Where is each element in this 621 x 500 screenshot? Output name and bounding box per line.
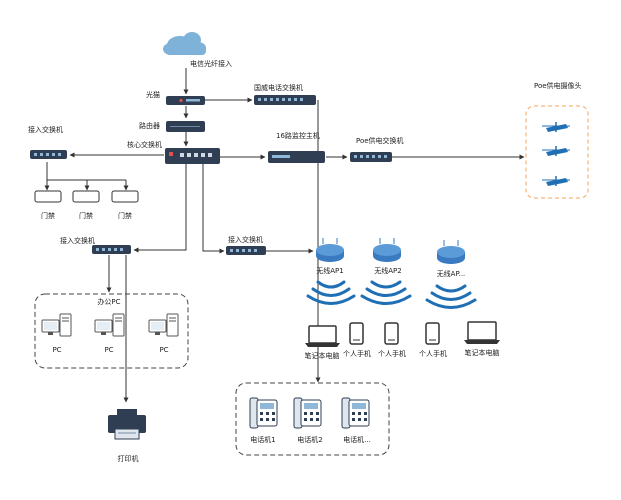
door-access-icon bbox=[34, 190, 62, 203]
link-core-access3 bbox=[202, 164, 225, 254]
printer-label: 打印机 bbox=[118, 454, 139, 463]
desktop-pc-icon bbox=[148, 313, 179, 337]
camera-icon bbox=[542, 122, 570, 132]
switch-icon bbox=[92, 245, 131, 254]
office-pc-group-box bbox=[34, 293, 189, 369]
camera-group-box bbox=[525, 105, 589, 199]
router-icon bbox=[166, 121, 205, 132]
desk-phone-icon bbox=[293, 397, 322, 429]
desktop-pc-icon bbox=[41, 313, 72, 337]
client-label: 个人手机 bbox=[343, 349, 371, 358]
phone-switch-label: 国威电话交换机 bbox=[254, 83, 303, 92]
nvr-icon bbox=[268, 151, 325, 163]
door-access-icon bbox=[72, 190, 100, 203]
phone-icon bbox=[384, 322, 399, 345]
cloud-icon bbox=[163, 32, 206, 55]
client-label: 个人手机 bbox=[419, 349, 447, 358]
laptop-icon bbox=[464, 321, 500, 344]
desktop-pc-icon bbox=[94, 313, 125, 337]
pc-label: PC bbox=[104, 346, 113, 354]
fiber-access-label: 电信光纤接入 bbox=[190, 59, 232, 68]
door-access-label: 门禁 bbox=[118, 211, 132, 220]
switch-icon bbox=[165, 148, 220, 164]
wireless-ap-label: 无线AP... bbox=[437, 269, 466, 278]
desk-phone-label: 电话机1 bbox=[250, 435, 275, 444]
wifi-signal-icon bbox=[425, 284, 477, 309]
wifi-signal-icon bbox=[306, 280, 356, 305]
laptop-icon bbox=[305, 325, 340, 347]
wireless-ap-icon bbox=[437, 240, 465, 264]
wireless-ap-label: 无线AP1 bbox=[316, 266, 343, 275]
core-switch-label: 核心交换机 bbox=[127, 140, 162, 149]
modem-icon bbox=[166, 96, 205, 105]
nvr-label: 16路监控主机 bbox=[276, 131, 320, 140]
access-switch-mid-label: 接入交换机 bbox=[228, 235, 263, 244]
pc-label: PC bbox=[52, 346, 61, 354]
wifi-signal-icon bbox=[360, 280, 412, 305]
switch-icon bbox=[30, 150, 67, 159]
router-label: 路由器 bbox=[139, 121, 160, 130]
poe-switch-label: Poe供电交换机 bbox=[356, 136, 404, 145]
desk-phone-label: 电话机... bbox=[343, 435, 371, 444]
office-pc-label: 办公PC bbox=[97, 297, 120, 306]
wireless-ap-label: 无线AP2 bbox=[374, 266, 401, 275]
access-switch-left-label: 接入交换机 bbox=[60, 236, 95, 245]
client-label: 笔记本电脑 bbox=[305, 351, 340, 360]
wireless-ap-icon bbox=[373, 238, 401, 262]
door-access-label: 门禁 bbox=[41, 211, 55, 220]
switch-icon bbox=[254, 95, 316, 105]
link-access-doors bbox=[46, 162, 126, 181]
phone-group-box bbox=[235, 382, 390, 456]
pc-label: PC bbox=[159, 346, 168, 354]
switch-icon bbox=[226, 246, 266, 255]
door-access-label: 门禁 bbox=[79, 211, 93, 220]
desk-phone-label: 电话机2 bbox=[297, 435, 322, 444]
camera-icon bbox=[542, 146, 570, 156]
desk-phone-icon bbox=[341, 397, 370, 429]
client-label: 笔记本电脑 bbox=[465, 348, 500, 357]
optical-modem-label: 光猫 bbox=[146, 90, 160, 99]
client-label: 个人手机 bbox=[378, 349, 406, 358]
switch-icon bbox=[350, 152, 392, 162]
connection-lines bbox=[44, 68, 525, 403]
door-access-icon bbox=[111, 190, 139, 203]
poe-camera-label: Poe供电摄像头 bbox=[534, 81, 582, 90]
camera-icon bbox=[542, 176, 570, 186]
phone-icon bbox=[349, 322, 364, 345]
wireless-ap-icon bbox=[316, 238, 344, 262]
printer-icon bbox=[108, 409, 146, 440]
link-core-access2 bbox=[133, 164, 187, 253]
phone-icon bbox=[425, 322, 440, 345]
desk-phone-icon bbox=[249, 397, 278, 429]
access-switch-top-label: 接入交换机 bbox=[28, 125, 63, 134]
